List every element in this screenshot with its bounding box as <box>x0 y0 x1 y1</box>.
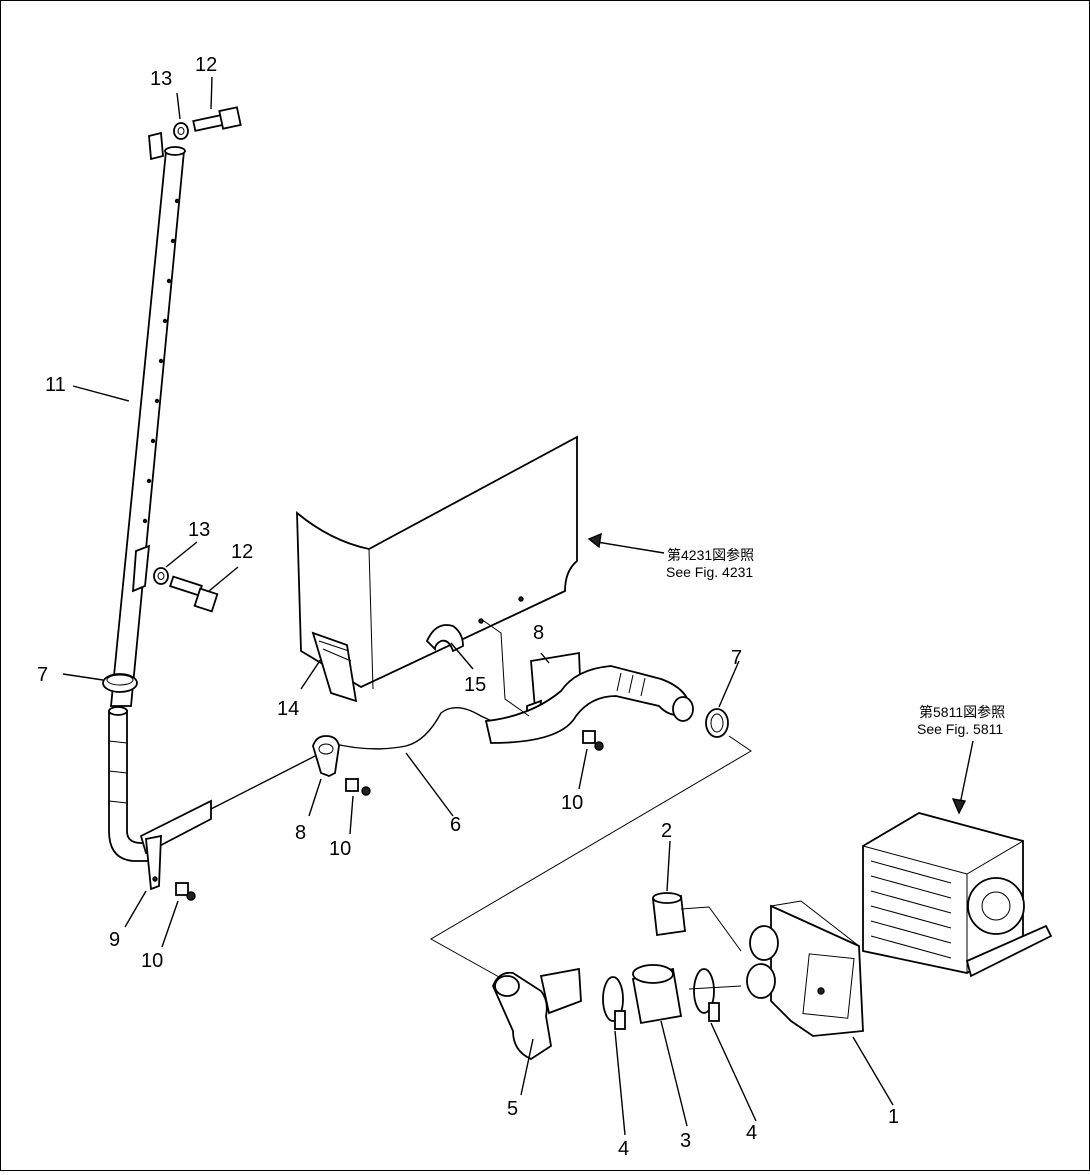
part-6-cable <box>210 707 497 810</box>
part-5-elbow <box>492 967 582 1061</box>
label-10-c: 10 <box>561 792 583 814</box>
assembly-lines <box>429 618 752 990</box>
part-7-clamp-right <box>705 708 729 738</box>
label-7-left: 7 <box>37 664 48 686</box>
label-4-left: 4 <box>618 1138 629 1160</box>
part-10-screw-b <box>345 778 371 796</box>
label-8-right: 8 <box>533 622 544 644</box>
ref-4231-jp: 第4231図参照 <box>667 547 754 563</box>
label-4-right: 4 <box>746 1122 757 1144</box>
part-7-clamp-left <box>102 673 138 693</box>
part-8-clip-left <box>312 735 340 777</box>
label-15: 15 <box>464 674 486 696</box>
label-6: 6 <box>450 814 461 836</box>
label-12-top: 12 <box>195 54 217 76</box>
duct-hose-upper <box>484 665 694 744</box>
label-7-right: 7 <box>731 647 742 669</box>
label-10-b: 10 <box>329 838 351 860</box>
label-10-a: 10 <box>141 950 163 972</box>
label-5: 5 <box>507 1098 518 1120</box>
label-3: 3 <box>680 1130 691 1152</box>
part-11-duct <box>110 131 186 707</box>
ref-5811-en: See Fig. 5811 <box>917 721 1003 737</box>
part-2-collar <box>652 892 686 937</box>
part-13-washer-top <box>173 122 189 140</box>
label-13-top: 13 <box>150 68 172 90</box>
part-10-screw-c <box>582 730 604 751</box>
leader-lines <box>62 76 974 1136</box>
label-9: 9 <box>109 929 120 951</box>
part-15-grommet <box>425 624 464 653</box>
reference-callouts: 第4231図参照 See Fig. 4231 第5811図参照 See Fig.… <box>666 547 1005 737</box>
part-12-bolt-top <box>192 106 242 132</box>
part-labels: 11 13 12 13 12 7 14 15 8 7 8 10 6 10 9 1… <box>37 54 899 1160</box>
part-9-hose-elbow <box>108 706 212 891</box>
part-10-screw-a <box>175 882 196 901</box>
label-2: 2 <box>661 820 672 842</box>
part-4-clamp-right <box>693 968 720 1022</box>
ref-5811-jp: 第5811図参照 <box>919 704 1005 720</box>
label-14: 14 <box>277 698 299 720</box>
part-1-housing <box>746 900 864 1037</box>
floor-panel <box>296 435 578 690</box>
label-13-middle: 13 <box>188 519 210 541</box>
ref-4231-en: See Fig. 4231 <box>666 564 753 580</box>
part-3-sleeve <box>631 964 683 1025</box>
part-14-grommet <box>311 631 358 703</box>
part-4-clamp-left <box>602 976 626 1030</box>
label-11: 11 <box>45 374 66 396</box>
label-1: 1 <box>888 1106 899 1128</box>
part-13-washer-middle <box>153 567 169 585</box>
part-12-bolt-middle <box>169 575 219 613</box>
label-8-left: 8 <box>295 822 306 844</box>
label-12-middle: 12 <box>231 541 253 563</box>
blower-unit <box>862 812 1053 978</box>
